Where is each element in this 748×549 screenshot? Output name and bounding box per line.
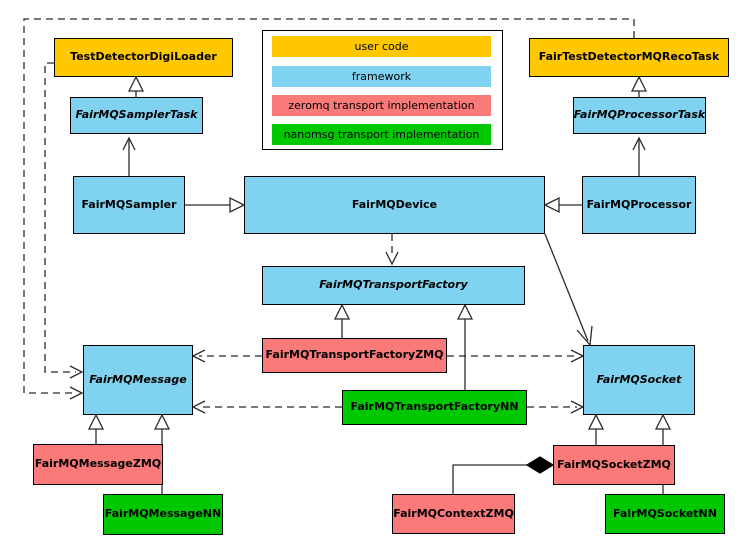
edge-sampler-to-device [185, 196, 246, 214]
class-label-fair-mq-message-nn: FairMQMessageNN [104, 507, 222, 521]
edge-tfnn-to-transport-factory [456, 303, 474, 390]
class-label-fair-mq-sampler: FairMQSampler [81, 197, 177, 211]
class-box-fair-mq-transport-factory[interactable]: FairMQTransportFactory [262, 266, 525, 305]
class-box-fair-mq-socket-zmq[interactable]: FairMQSocketZMQ [553, 445, 675, 485]
class-box-fair-mq-sampler-task[interactable]: FairMQSamplerTask [70, 97, 203, 134]
edge-processor-to-processor-task [632, 136, 646, 176]
class-label-fair-mq-sampler-task: FairMQSamplerTask [75, 108, 198, 122]
class-label-fair-mq-transport-factory-zmq: FairMQTransportFactoryZMQ [265, 348, 444, 362]
class-box-fair-mq-socket[interactable]: FairMQSocket [583, 345, 695, 415]
class-label-fair-mq-transport-factory-nn: FairMQTransportFactoryNN [350, 400, 519, 414]
class-label-fair-mq-socket-zmq: FairMQSocketZMQ [557, 457, 671, 471]
legend-label-zeromq: zeromq transport implementation [288, 99, 475, 112]
edge-sampler-to-sampler-task [122, 136, 136, 176]
edge-processor-to-device [543, 196, 582, 214]
edge-device-to-socket [544, 233, 593, 347]
class-box-fair-mq-processor[interactable]: FairMQProcessor [582, 176, 696, 234]
edge-tfzmq-to-socket [447, 349, 585, 363]
edge-message-zmq-to-message [87, 413, 105, 444]
class-box-fair-mq-transport-factory-nn[interactable]: FairMQTransportFactoryNN [342, 390, 527, 425]
legend-item-zeromq: zeromq transport implementation [272, 95, 491, 116]
legend-item-framework: framework [272, 66, 491, 87]
class-label-fair-mq-message: FairMQMessage [89, 372, 187, 386]
class-box-fair-mq-sampler[interactable]: FairMQSampler [73, 176, 185, 234]
class-label-fair-mq-socket-nn: FairMQSocketNN [613, 506, 717, 520]
edge-tfnn-to-socket [527, 400, 585, 414]
edge-socket-zmq-to-socket [587, 413, 605, 445]
class-box-fair-mq-socket-nn[interactable]: FairMQSocketNN [605, 494, 725, 534]
class-box-fair-mq-device[interactable]: FairMQDevice [244, 176, 545, 234]
class-box-test-detector-digi-loader[interactable]: TestDetectorDigiLoader [54, 38, 233, 77]
edge-processor-task-to-reco-task [630, 75, 648, 97]
class-label-fair-mq-transport-factory: FairMQTransportFactory [319, 278, 468, 292]
legend-label-nanomsg: nanomsg transport implementation [283, 128, 480, 141]
class-box-fair-mq-message[interactable]: FairMQMessage [83, 345, 193, 415]
class-label-fair-mq-processor: FairMQProcessor [586, 197, 692, 211]
class-label-fair-mq-message-zmq: FairMQMessageZMQ [34, 457, 162, 471]
class-box-fair-mq-processor-task[interactable]: FairMQProcessorTask [573, 97, 706, 134]
edge-sampler-task-to-digi-loader [127, 75, 145, 97]
class-box-fair-mq-message-nn[interactable]: FairMQMessageNN [103, 494, 223, 535]
class-box-fair-test-detector-mq-reco-task[interactable]: FairTestDetectorMQRecoTask [529, 38, 729, 77]
class-label-fair-mq-device: FairMQDevice [351, 197, 438, 211]
edge-tfzmq-to-transport-factory [333, 303, 351, 338]
edge-context-zmq-to-socket-zmq [452, 456, 555, 494]
edge-tfzmq-to-message [191, 349, 262, 363]
class-label-test-detector-digi-loader: TestDetectorDigiLoader [70, 50, 217, 64]
edge-tfnn-to-message [191, 400, 342, 414]
class-label-fair-test-detector-mq-reco-task: FairTestDetectorMQRecoTask [538, 50, 720, 64]
class-label-fair-mq-context-zmq: FairMQContextZMQ [393, 506, 514, 520]
class-label-fair-mq-processor-task: FairMQProcessorTask [573, 108, 706, 122]
class-box-fair-mq-context-zmq[interactable]: FairMQContextZMQ [392, 494, 515, 534]
edge-device-to-transport-factory [385, 234, 399, 266]
legend-item-nanomsg: nanomsg transport implementation [272, 124, 491, 145]
legend-label-user-code: user code [354, 40, 409, 53]
legend-item-user-code: user code [272, 36, 491, 57]
class-box-fair-mq-transport-factory-zmq[interactable]: FairMQTransportFactoryZMQ [262, 338, 447, 373]
class-box-fair-mq-message-zmq[interactable]: FairMQMessageZMQ [33, 444, 163, 485]
class-label-fair-mq-socket: FairMQSocket [596, 372, 682, 386]
legend-label-framework: framework [351, 70, 412, 83]
